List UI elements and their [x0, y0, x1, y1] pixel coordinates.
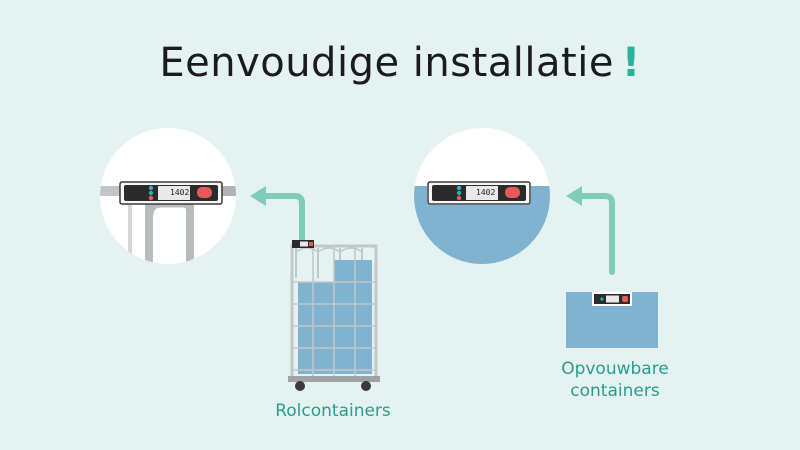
arrow-up-left-icon: [566, 186, 615, 275]
device-display-left: 1402: [170, 188, 189, 197]
title-text: Eenvoudige installatie: [159, 40, 614, 86]
shelf-label-device-icon: 1402: [427, 181, 531, 205]
title-exclamation: !: [621, 40, 641, 86]
shelf-label-device-icon: 1402: [119, 181, 223, 205]
label-opvouwbare-containers: Opvouwbare containers: [540, 358, 690, 402]
page-title: Eenvoudige installatie!: [0, 40, 800, 86]
zoom-circle-roll-container: 1402: [100, 128, 236, 264]
label-line-1: Opvouwbare: [561, 359, 669, 379]
device-display-right: 1402: [476, 188, 495, 197]
arrow-up-left-icon: [250, 186, 305, 247]
label-line-2: containers: [570, 381, 660, 401]
folding-container-icon: [566, 292, 658, 348]
label-rolcontainers: Rolcontainers: [275, 401, 391, 421]
roll-container-icon: [288, 240, 380, 391]
zoom-circle-folding-container: 1402: [414, 128, 550, 264]
